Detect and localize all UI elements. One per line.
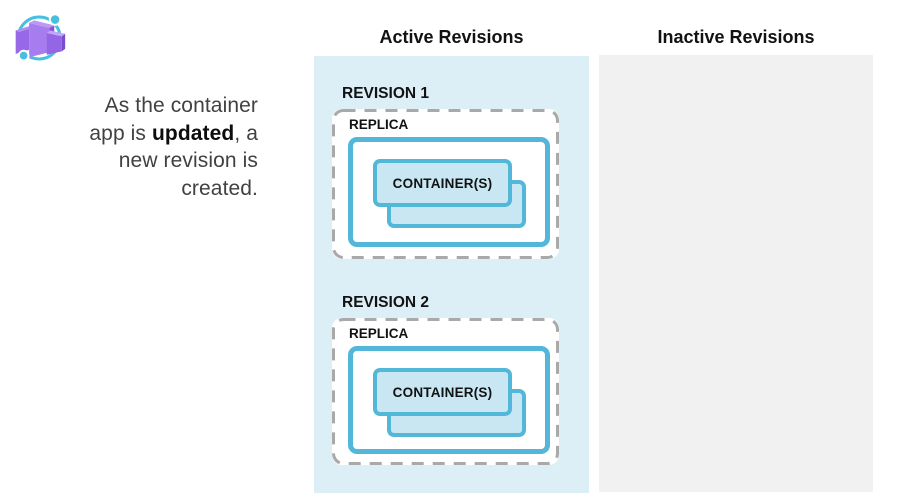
description-line2-pre: app is (89, 121, 152, 145)
container-apps-logo-icon (15, 13, 66, 62)
description-line: app is updated, a (26, 120, 258, 148)
container-box: CONTAINER(S) (373, 368, 512, 416)
description-line2-post: , a (234, 121, 258, 145)
revision-2-boundary: REPLICA CONTAINER(S) (332, 318, 559, 465)
description-text: As the container app is updated, a new r… (26, 92, 258, 202)
revision-2-replica-box: CONTAINER(S) (348, 346, 550, 454)
active-revisions-panel: REVISION 1 REPLICA CONTAINER(S) REVISION… (314, 56, 589, 493)
description-line4: created. (181, 176, 258, 200)
revision-2-container-label: CONTAINER(S) (392, 384, 493, 400)
description-line3: new revision is (118, 149, 258, 172)
revision-1-container-label: CONTAINER(S) (392, 175, 493, 191)
dashed-border (332, 318, 559, 465)
active-revisions-title: Active Revisions (379, 27, 524, 47)
revision-1-replica-box: CONTAINER(S) (348, 137, 550, 247)
description-line: created. (26, 175, 258, 203)
dashed-border (332, 109, 559, 259)
inactive-revisions-panel (599, 55, 873, 492)
revision-1-label: REVISION 1 (342, 85, 429, 102)
description-line1: As the container (104, 94, 258, 117)
description-line: new revision is (26, 147, 258, 175)
description-line: As the container (26, 92, 258, 120)
revision-2-label: REVISION 2 (342, 294, 429, 311)
revision-1-boundary: REPLICA CONTAINER(S) (332, 109, 559, 259)
inactive-revisions-title: Inactive Revisions (657, 27, 815, 47)
revision-1-replica-label: REPLICA (349, 117, 409, 132)
revision-2-replica-label: REPLICA (349, 326, 409, 341)
description-updated-emphasis: updated (151, 121, 235, 145)
container-box: CONTAINER(S) (373, 159, 512, 207)
